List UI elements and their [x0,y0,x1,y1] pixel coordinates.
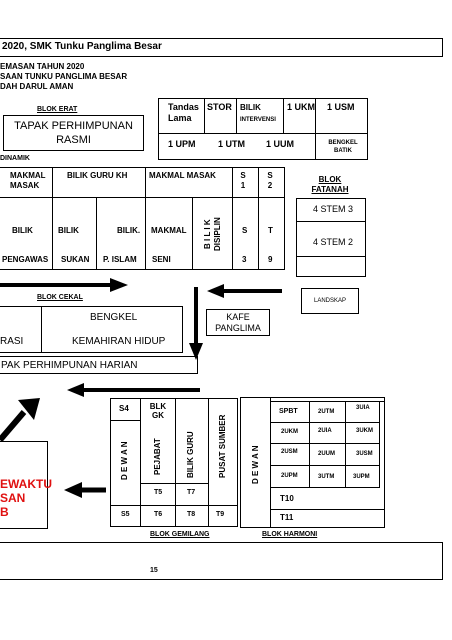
sukan: SUKAN [61,255,90,264]
p-islam: P. ISLAM [103,255,137,264]
1-ukm: 1 UKM [287,102,316,112]
block-top-right [158,98,368,160]
page-number: 15 [150,567,158,574]
t6: T6 [154,511,163,518]
4-stem-2: 4 STEM 2 [313,237,354,247]
t8: T8 [187,511,196,518]
3upm: 3UPM [353,474,370,480]
blok-cekal-label: BLOK CEKAL [37,294,83,301]
makmal-masak-1: MAKMAL MASAK [10,171,46,190]
bilik-1: BILIK [12,226,33,235]
1-upm: 1 UPM [168,139,196,149]
red-text-waktu: EWAKTU [0,477,52,491]
bilik-intervensi-label: BILIK [240,103,261,112]
t-col: T [268,226,273,235]
4-stem-3: 4 STEM 3 [313,204,354,214]
t11: T11 [280,513,294,522]
harmoni-grid [270,401,380,488]
1-usm: 1 USM [327,102,355,112]
s-col: S [242,226,248,235]
rasi: RASI [0,336,24,347]
block-fatanah [296,198,366,277]
arrow-left-2-icon [67,383,200,397]
bengkel: BENGKEL [90,312,138,323]
blok-fatanah-label: BLOK FATANAH [311,175,349,194]
pengawas: PENGAWAS [2,255,49,264]
kafe-panglima: KAFE PANGLIMA [206,309,270,336]
seni: SENI [152,255,171,264]
blok-gemilang-label: BLOK GEMILANG [150,531,210,538]
2upm: 2UPM [281,473,298,479]
s5: S5 [121,511,130,518]
s-2: S 2 [267,171,273,190]
bilik-2: BILIK [58,226,79,235]
2ukm: 2UKM [281,429,299,435]
t9: T9 [216,511,225,518]
bilik-guru-kh: BILIK GURU KH [67,171,128,180]
3usm: 3USM [356,451,373,457]
blok-harmoni-label: BLOK HARMONI [262,531,318,538]
footer-box [0,542,443,580]
block-makmal-row [0,167,285,270]
2usm: 2USM [281,449,298,455]
block-cekal [0,306,183,353]
t10: T10 [280,494,294,503]
page-header: 2020, SMK Tunku Panglima Besar [0,38,443,57]
red-notice-box: EWAKTU SAN B [0,441,52,529]
kemahiran-hidup: KEMAHIRAN HIDUP [72,336,166,347]
bengkel-batik: BENGKEL BATIK [328,140,358,154]
arrow-left-3-icon [64,482,106,498]
landskap: LANDSKAP [301,288,359,314]
intervensi: INTERVENSI [240,117,276,123]
red-text-san: SAN [0,491,26,505]
arrow-down-icon [189,287,203,360]
blok-erat-label: BLOK ERAT [37,106,78,113]
block-gemilang [110,398,238,527]
red-text-b: B [0,505,9,519]
2uia: 2UIA [318,428,332,434]
stor: STOR [207,102,232,112]
arrow-left-icon [207,284,282,298]
tapak-perhimpunan-harian: PAK PERHIMPUNAN HARIAN [0,356,198,374]
number-3: 3 [242,255,247,264]
3utm: 3UTM [318,474,335,480]
arrow-right-icon [0,278,128,292]
t5: T5 [154,489,163,496]
tandas-lama: Tandas Lama [168,102,199,123]
subtitle-line-1: EMASAN TAHUN 2020 [0,62,85,71]
1-uum: 1 UUM [266,139,295,149]
spbt: SPBT [279,408,298,415]
2utm: 2UTM [318,409,335,415]
subtitle-line-3: DAH DARUL AMAN [0,82,74,91]
3ukm: 3UKM [356,428,374,434]
number-9: 9 [268,255,273,264]
tapak-perhimpunan-rasmi: TAPAK PERHIMPUNAN RASMI [3,115,144,151]
1-utm: 1 UTM [218,139,245,149]
makmal-masak-2: MAKMAL MASAK [149,171,216,180]
bilik-3: BILIK. [117,226,141,235]
block-harmoni [240,397,385,528]
subtitle-line-2: SAAN TUNKU PANGLIMA BESAR [0,72,128,81]
makmal: MAKMAL [151,226,187,235]
3uia: 3UIA [356,405,370,411]
s4: S4 [119,404,129,413]
arrow-diagonal-icon [0,398,40,442]
dinamik-label: DINAMIK [0,155,30,162]
t7: T7 [187,489,196,496]
2uum: 2UUM [318,451,336,457]
blk-gk: BLK GK [149,402,167,420]
s-1: S 1 [240,171,246,190]
